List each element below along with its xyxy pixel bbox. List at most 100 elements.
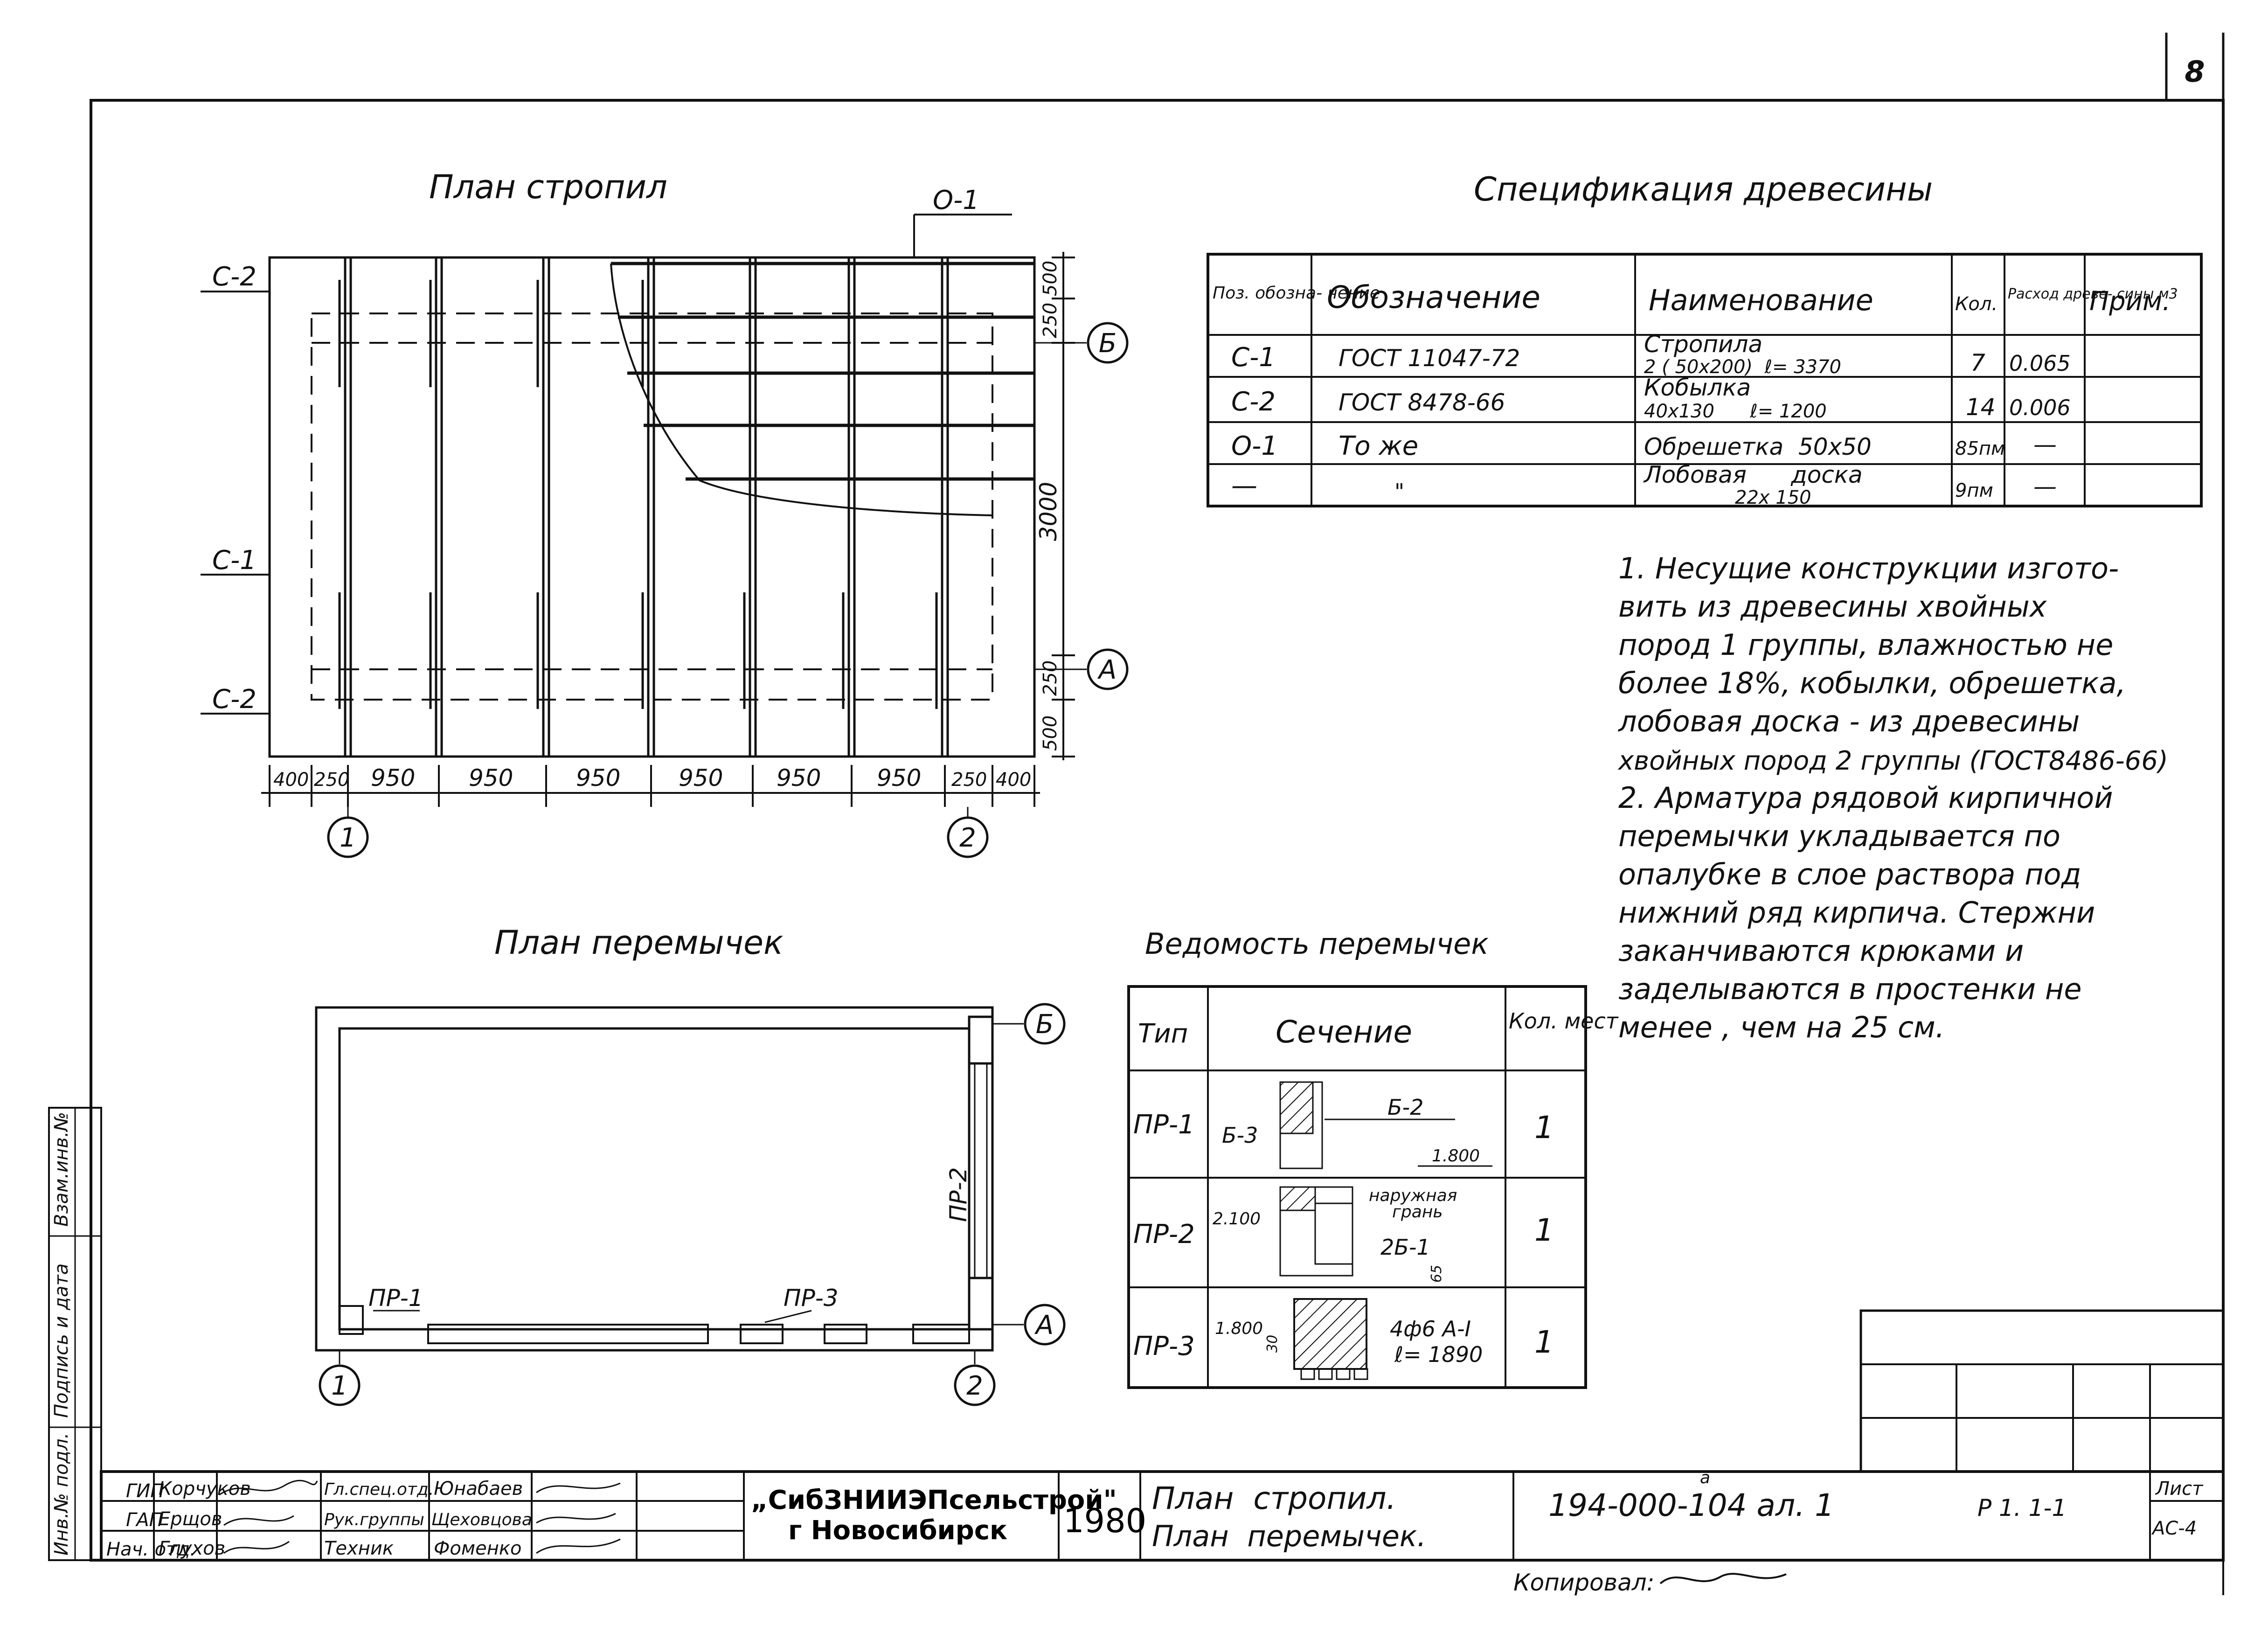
spec-row2-use: 0.006 (2009, 395, 2071, 420)
lintel-row3-qty: 1 (1534, 1324, 1554, 1360)
tb-sheet-ref: Р 1. 1-1 (1977, 1494, 2067, 1521)
lintel-row3-label-level: 1.800 (1215, 1319, 1263, 1338)
spec-row1-qty: 7 (1970, 349, 1985, 376)
rafter-plan: План стропил (201, 168, 1129, 858)
specification-table: Спецификация древесины Поз. обозна- чени… (1207, 170, 2203, 508)
axis-a-marker: А (1097, 655, 1117, 685)
spec-row2-qty: 14 (1966, 394, 1996, 421)
spec-row4-name2: 22х 150 (1735, 487, 1811, 508)
axis-b-marker: Б (1099, 328, 1117, 359)
spec-row2-designation: ГОСТ 8478-66 (1339, 389, 1505, 416)
label-pr3: ПР-3 (784, 1285, 839, 1312)
spec-row3-designation: То же (1339, 431, 1418, 461)
dim-bottom-9: 250 (951, 769, 987, 791)
tb-role2-3: Техник (324, 1538, 394, 1559)
dim-right-5: 500 (1040, 715, 1061, 751)
dim-bottom-2: 250 (314, 769, 349, 791)
dim-bottom-1: 400 (273, 769, 309, 791)
lintel-axis-1-marker: 1 (331, 1371, 348, 1401)
tb-name-2: Ерщов (159, 1508, 222, 1530)
note-line-2: вить из древесины хвойных (1618, 590, 2047, 624)
rafter-lines (344, 257, 949, 757)
note-line-1: 1. Несущие конструкции изгото- (1618, 551, 2119, 585)
spec-row4-designation: " (1394, 479, 1404, 504)
lintel-row2-label-face: грань (1392, 1202, 1443, 1222)
spec-row4-use: — (2033, 473, 2057, 500)
note-line-4: более 18%, кобылки, обрешетка, (1618, 666, 2126, 700)
tb-drawing-title-2: План перемычек. (1152, 1519, 1426, 1553)
spec-header-note: Прим. (2089, 286, 2171, 317)
label-pr2: ПР-2 (945, 1167, 972, 1222)
rafter-plan-title: План стропил (429, 168, 667, 206)
stamp-signature-date: Подпись и дата (51, 1264, 72, 1418)
axis-2-marker: 2 (959, 823, 976, 853)
lintel-header-type: Тип (1138, 1019, 1188, 1049)
lintel-axis-a-marker: А (1034, 1310, 1054, 1340)
spec-row3-name1: Обрешетка 50х50 (1644, 433, 1872, 460)
tb-role-head: Нач. отд. (106, 1539, 196, 1560)
tb-name2-3: Фоменко (434, 1538, 521, 1559)
lintel-schedule-title: Ведомость перемычек (1145, 927, 1489, 961)
label-c2-top: С-2 (212, 262, 257, 292)
label-c2-bottom: С-2 (212, 684, 257, 715)
spec-row4-pos: — (1231, 471, 1257, 501)
note-line-12: заделываются в простенки не (1618, 972, 2082, 1006)
tb-copied-by: Копировал: (1513, 1569, 1655, 1596)
lintel-row1-type: ПР-1 (1133, 1110, 1195, 1140)
dim-right-1: 500 (1040, 261, 1061, 296)
dim-bottom-3: 950 (371, 764, 415, 792)
lintel-row3-label-30: 30 (1264, 1335, 1281, 1353)
dim-right-2: 250 (1040, 303, 1061, 338)
lintel-row2-qty: 1 (1534, 1212, 1554, 1248)
note-line-6: хвойных пород 2 группы (ГОСТ8486-66) (1617, 746, 2168, 776)
tb-role2-1: Гл.спец.отд. (324, 1480, 434, 1499)
lintel-row2-type: ПР-2 (1133, 1219, 1195, 1250)
lintel-header-section: Сечение (1276, 1014, 1412, 1050)
spec-title: Спецификация древесины (1474, 170, 1933, 208)
stamp-replaced-inv: Взам.инв.№ (51, 1112, 72, 1227)
lintel-row1-label-level: 1.800 (1432, 1146, 1480, 1166)
spec-header-name: Наименование (1649, 283, 1873, 317)
label-c1: С-1 (212, 545, 257, 576)
lintel-schedule: Ведомость перемычек Тип Сечение Кол. мес… (1127, 927, 1619, 1389)
dim-bottom-5: 950 (576, 764, 620, 792)
note-line-7: 2. Арматура рядовой кирпичной (1618, 781, 2113, 815)
lintel-row2-label-65: 65 (1429, 1265, 1445, 1283)
spec-row2-name2: 40х130 ℓ= 1200 (1644, 401, 1827, 422)
note-line-5: лобовая доска - из древесины (1618, 704, 2080, 738)
dim-bottom-8: 950 (877, 764, 921, 792)
axis-1-marker: 1 (340, 823, 356, 853)
note-line-11: заканчиваются крюками и (1618, 934, 2024, 968)
tb-drawing-title-1: План стропил. (1152, 1480, 1396, 1516)
tb-year: 1980 (1063, 1502, 1146, 1540)
tb-name2-1: Юнабаев (434, 1478, 523, 1500)
spec-row3-pos: О-1 (1231, 431, 1278, 461)
label-o1: О-1 (933, 185, 979, 215)
spec-row1-use: 0.065 (2009, 351, 2071, 376)
title-block: ГИП ГАП Нач. отд. Корчуков Ерщов Глухов … (100, 1309, 2225, 1596)
tb-org-city: г Новосибирск (788, 1515, 1007, 1546)
stamp-inv-original: Инв.№ подл. (51, 1433, 72, 1556)
spec-row3-use: — (2033, 431, 2057, 458)
tb-role-gap: ГАП (126, 1509, 163, 1531)
lintel-header-qty: Кол. мест (1509, 1008, 1619, 1034)
lintel-row1-label-b2: Б-2 (1387, 1095, 1423, 1120)
spec-row1-name2: 2 ( 50х200) ℓ= 3370 (1644, 356, 1841, 378)
spec-row1-designation: ГОСТ 11047-72 (1339, 345, 1520, 372)
lintel-axis-b-marker: Б (1036, 1009, 1054, 1040)
lintel-row2-label-b1: 2Б-1 (1380, 1235, 1430, 1260)
tb-role2-2: Рук.группы (324, 1510, 424, 1529)
lintel-row3-label-rebar: 4ф6 А-I (1390, 1316, 1471, 1341)
lintel-plan: План перемычек ПР-1 ПР-3 ПР-2 Б А 1 2 (315, 924, 1066, 1406)
lintel-row2-label-outer: наружная (1369, 1186, 1457, 1205)
note-line-9: опалубке в слое раствора под (1618, 857, 2081, 891)
spec-row2-name1: Кобылка (1644, 374, 1751, 401)
spec-row1-pos: С-1 (1231, 342, 1276, 373)
note-line-13: менее , чем на 25 см. (1618, 1010, 1945, 1044)
dim-bottom-4: 950 (469, 764, 513, 792)
tb-code-sup: а (1700, 1468, 1710, 1487)
spec-header-use: Расход древе- сины м3 (2008, 286, 2178, 302)
note-line-8: перемычки укладывается по (1618, 819, 2060, 853)
spec-row3-qty: 85пм (1955, 438, 2005, 459)
